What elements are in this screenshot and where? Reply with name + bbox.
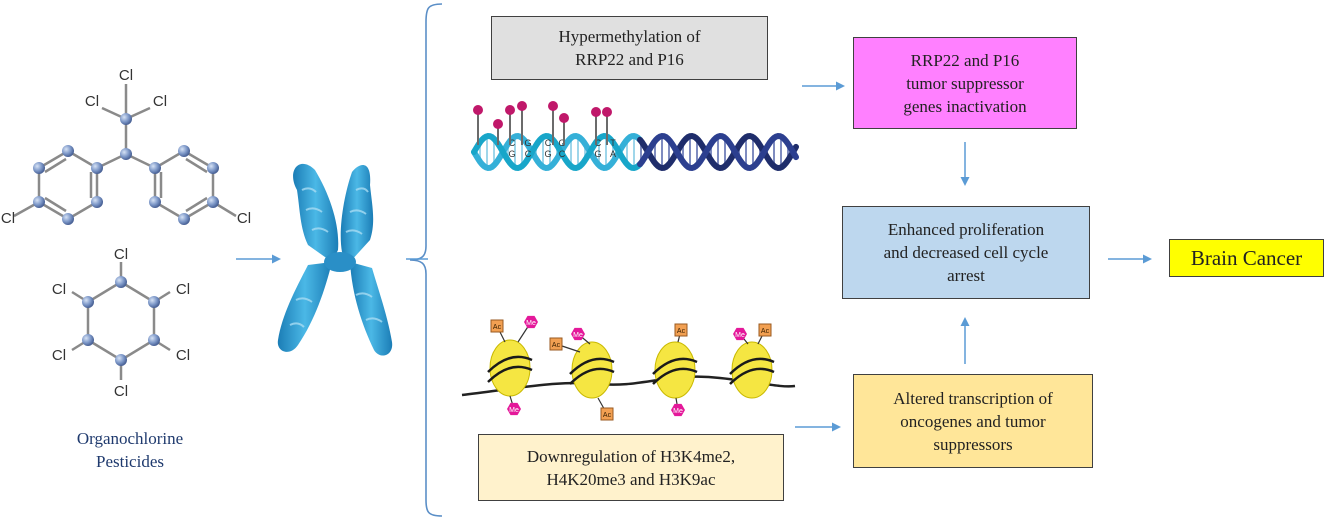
methyl-tag-label: Me xyxy=(735,332,745,339)
ddt-atoms xyxy=(33,113,219,225)
dna-wrap xyxy=(652,367,698,385)
downregulation-box: Downregulation of H3K4me2, H4K20me3 and … xyxy=(478,434,784,501)
lindane-cl-lower-left: Cl xyxy=(52,347,66,364)
acetyl-tag-label: Ac xyxy=(761,328,770,335)
methyl-tag xyxy=(733,327,747,341)
dna-strand xyxy=(637,132,799,172)
methyl-group-marker xyxy=(548,101,558,111)
dna-base-letter: T xyxy=(610,138,616,148)
dna-base-letter: G xyxy=(524,138,531,148)
dna-wrap xyxy=(487,355,533,373)
acetyl-tag-label: Ac xyxy=(552,342,561,349)
ddt-cl-left: Cl xyxy=(85,93,99,110)
lindane-cl-upper-right: Cl xyxy=(176,281,190,298)
ddt-cl-top: Cl xyxy=(119,67,133,84)
methyl-tag-label: Me xyxy=(673,408,683,415)
hypermethylation-box: Hypermethylation of RRP22 and P16 xyxy=(491,16,768,80)
acetyl-tag-label: Ac xyxy=(677,328,686,335)
lindane-atoms xyxy=(82,276,160,366)
methyl-tag-label: Me xyxy=(526,320,536,327)
lindane-cl-top: Cl xyxy=(114,246,128,263)
methyl-group-marker xyxy=(505,105,515,115)
methyl-tag xyxy=(507,402,521,416)
acetyl-tag xyxy=(674,323,688,337)
dna-base-letter: G xyxy=(594,149,601,159)
brain-cancer-box: Brain Cancer xyxy=(1169,239,1324,277)
ddt-cl-ring-left: Cl xyxy=(1,210,15,227)
dna-base-letter: G xyxy=(558,138,565,148)
methyl-tag xyxy=(571,327,585,341)
acetyl-tag xyxy=(758,323,772,337)
pesticides-caption: Organochlorine Pesticides xyxy=(76,429,184,471)
ddt-chlorine-labels: Cl Cl Cl Cl Cl xyxy=(1,67,251,227)
dna-base-letter: C xyxy=(595,138,602,148)
dna-base-letter: C xyxy=(559,149,566,159)
acetyl-tag-label: Ac xyxy=(493,324,502,331)
acetyl-tag xyxy=(549,337,563,351)
dna-base-letter: G xyxy=(544,149,551,159)
methyl-tag-label: Me xyxy=(573,332,583,339)
dna-base-letter: C xyxy=(525,149,532,159)
dna-wrap xyxy=(652,357,698,375)
dna-strand xyxy=(637,132,799,172)
dna-base-letter: G xyxy=(508,149,515,159)
flow-arrows xyxy=(236,81,1152,432)
dna-base-letter: A xyxy=(610,149,616,159)
acetyl-tag-label: Ac xyxy=(603,412,612,419)
lindane-cl-bottom: Cl xyxy=(114,383,128,400)
genes-inactivation-box: RRP22 and P16 tumor suppressor genes ina… xyxy=(853,37,1077,129)
chromosome-image xyxy=(277,163,393,356)
methyl-tag xyxy=(671,403,685,417)
branch-brace xyxy=(409,3,443,517)
altered-transcription-box: Altered transcription of oncogenes and t… xyxy=(853,374,1093,468)
dna-wrap xyxy=(729,357,775,375)
methyl-group-marker xyxy=(591,107,601,117)
dna-wrap xyxy=(729,367,775,385)
dna-wrap xyxy=(569,367,615,385)
acetyl-tag xyxy=(490,319,504,333)
methyl-group-marker xyxy=(559,113,569,123)
lindane-cl-lower-right: Cl xyxy=(176,347,190,364)
dna-wrap xyxy=(487,365,533,383)
methyl-tag xyxy=(524,315,538,329)
dna-wrap xyxy=(569,357,615,375)
proliferation-box: Enhanced proliferation and decreased cel… xyxy=(842,206,1090,299)
dna-base-letter: C xyxy=(545,138,552,148)
dna-base-letter: C xyxy=(509,138,516,148)
methyl-tag-label: Me xyxy=(509,407,519,414)
methyl-group-marker xyxy=(517,101,527,111)
acetyl-tag xyxy=(600,407,614,421)
ddt-cl-right: Cl xyxy=(153,93,167,110)
ddt-cl-ring-right: Cl xyxy=(237,210,251,227)
lindane-chlorine-labels: Cl Cl Cl Cl Cl Cl xyxy=(52,246,190,400)
lindane-cl-upper-left: Cl xyxy=(52,281,66,298)
methyl-group-marker xyxy=(473,105,483,115)
methyl-group-marker xyxy=(602,107,612,117)
dna-strand xyxy=(471,132,643,172)
methyl-group-marker xyxy=(493,119,503,129)
